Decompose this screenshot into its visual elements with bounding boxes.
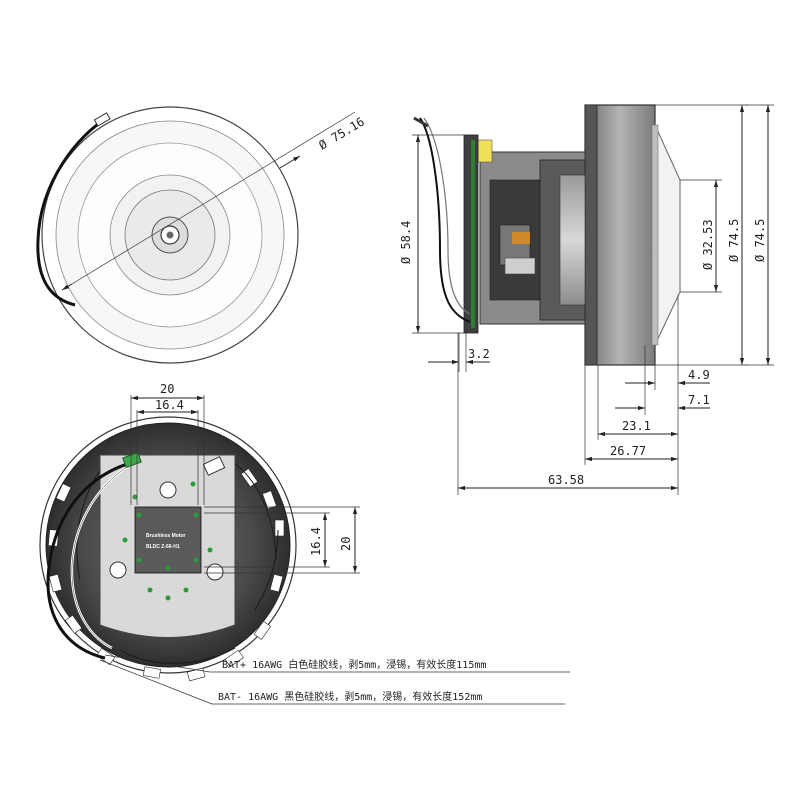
dim-d745-outer: Ø 74.5 (753, 219, 767, 262)
dim-top-20: 20 (160, 382, 174, 396)
rear-view: Brushless Motor BLDC Z-66-H1 20 16.4 (39, 382, 570, 705)
dim-d745-inner: Ø 74.5 (727, 219, 741, 262)
dim-l49: 4.9 (688, 368, 710, 382)
rear-label-sticker (134, 506, 202, 574)
dim-d58: Ø 58.4 (399, 221, 413, 264)
dim-side-20: 20 (339, 537, 353, 551)
side-view: Ø 58.4 Ø 32.53 Ø 74.5 Ø 74.5 3.2 4.9 (399, 104, 774, 495)
side-yellow-connector (477, 139, 493, 163)
note-bat-minus: BAT- 16AWG 黑色硅胶线，剥5mm，浸锡，有效长度152mm (218, 690, 482, 703)
rear-label-line1: Brushless Motor (146, 533, 186, 539)
dim-side-164: 16.4 (309, 527, 323, 556)
dim-l71: 7.1 (688, 393, 710, 407)
dim-l231: 23.1 (622, 419, 651, 433)
rear-fan-slots (47, 468, 285, 682)
side-copper-winding (512, 232, 530, 244)
dim-top-164: 16.4 (155, 398, 184, 412)
rear-screw-right (206, 563, 224, 581)
rear-label-line2: BLDC Z-66-H1 (146, 544, 180, 550)
dim-d3253: Ø 32.53 (701, 219, 715, 270)
rear-wire-black (46, 460, 136, 660)
front-view: Ø 75.16 (36, 106, 367, 364)
rear-screw-left (109, 561, 127, 579)
side-wire-white (423, 117, 471, 315)
rear-screw-top (159, 481, 177, 499)
dim-l2677: 26.77 (610, 444, 646, 458)
dim-l6358: 63.58 (548, 473, 584, 487)
dim-l32: 3.2 (468, 347, 490, 361)
side-wire-black (419, 117, 471, 323)
note-bat-plus: BAT+ 16AWG 白色硅胶线，剥5mm，浸锡，有效长度115mm (222, 658, 486, 671)
front-wire (36, 118, 105, 307)
rear-solder-pads (122, 481, 213, 601)
rear-wire-sleeve (122, 451, 142, 469)
